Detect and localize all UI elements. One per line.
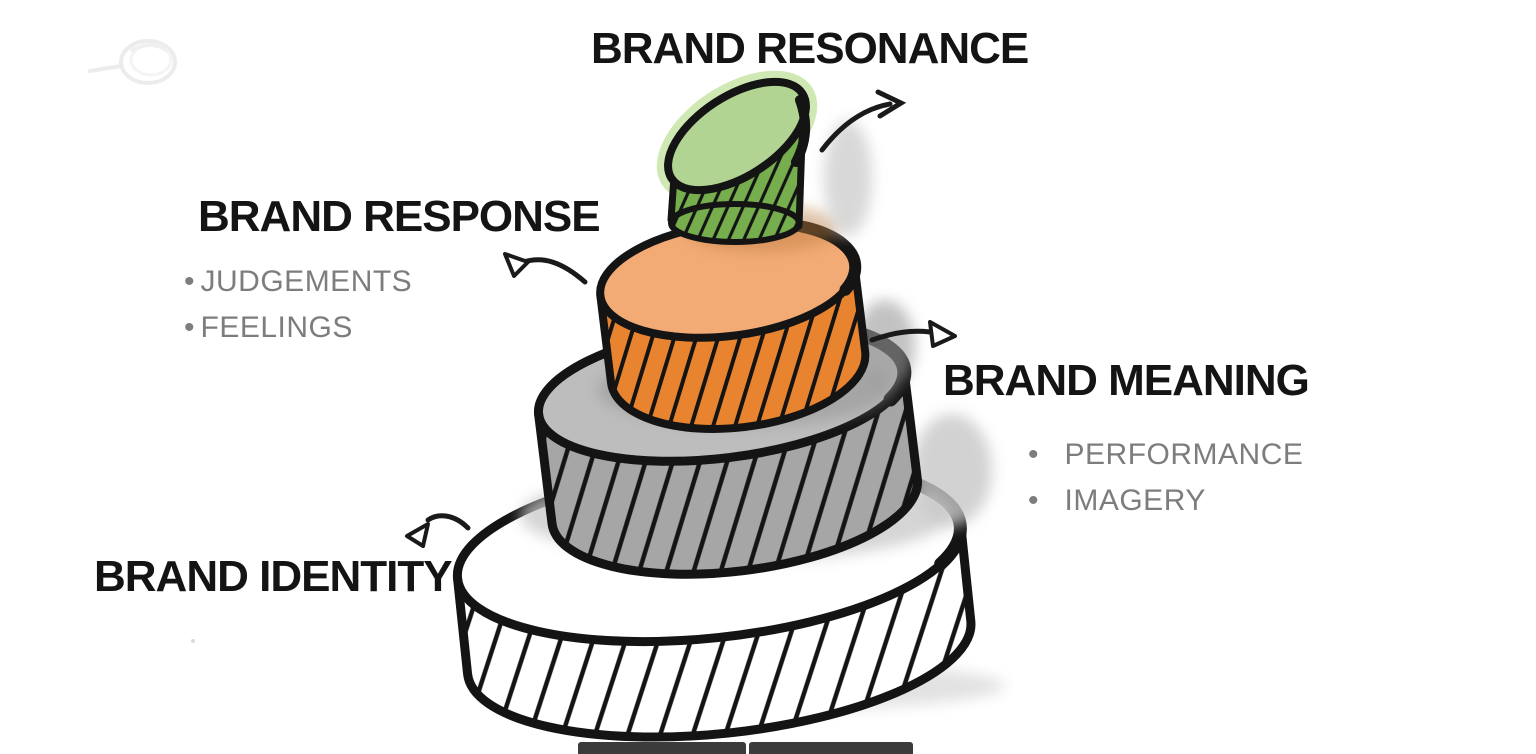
bullet-label: PERFORMANCE: [1064, 438, 1304, 471]
label-brand-identity: BRAND IDENTITY: [94, 552, 453, 601]
tier-response-shape: [596, 216, 870, 433]
label-brand-resonance: BRAND RESONANCE: [591, 24, 1029, 73]
bullet-label: IMAGERY: [1064, 484, 1206, 517]
speck: [191, 639, 195, 643]
arrow-to-response: [503, 252, 588, 285]
bullet-icon: •: [1028, 438, 1039, 471]
faint-sketch-circle: [88, 39, 177, 85]
label-brand-meaning: BRAND MEANING: [943, 356, 1310, 405]
bottom-toolbar[interactable]: [578, 742, 913, 754]
shadow-right-of-resonance: [824, 120, 872, 236]
bullet-label: FEELINGS: [200, 311, 353, 344]
bullet-label: JUDGEMENTS: [200, 265, 413, 298]
list-item: • FEELINGS: [184, 305, 412, 351]
response-bullet-list: • JUDGEMENTS • FEELINGS: [184, 259, 412, 351]
shadow-right-of-response: [855, 300, 915, 390]
arrow-to-identity: [405, 513, 471, 548]
bullet-icon: •: [1028, 484, 1039, 517]
bottom-toolbar-segment[interactable]: [749, 742, 913, 754]
list-item: • PERFORMANCE: [1028, 432, 1303, 478]
list-item: • JUDGEMENTS: [184, 259, 412, 305]
arrow-to-resonance: [819, 89, 907, 153]
shadow-right-of-meaning: [912, 414, 992, 526]
bullet-icon: •: [184, 311, 195, 344]
arrow-to-meaning: [869, 320, 957, 348]
meaning-bullet-list: • PERFORMANCE • IMAGERY: [1028, 432, 1303, 524]
bullet-icon: •: [184, 265, 195, 298]
label-brand-response: BRAND RESPONSE: [198, 192, 601, 241]
tier-resonance-shape: [656, 70, 818, 245]
bottom-toolbar-segment[interactable]: [578, 742, 746, 754]
list-item: • IMAGERY: [1028, 478, 1303, 524]
